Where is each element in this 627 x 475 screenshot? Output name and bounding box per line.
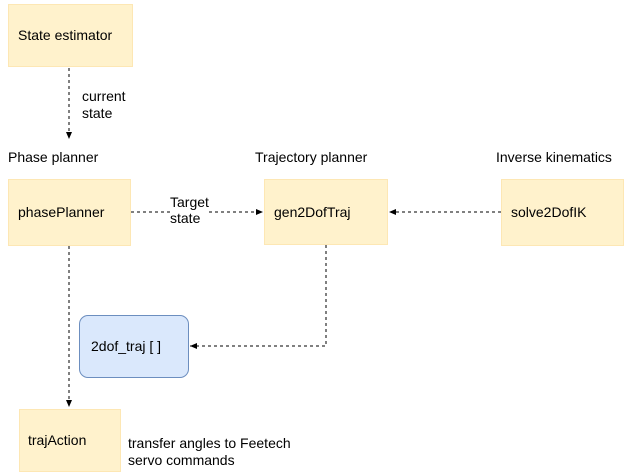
node-phase-planner: phasePlanner (8, 179, 131, 246)
edge-label-target-state: Target state (170, 194, 209, 226)
node-traj-array: 2dof_traj [ ] (79, 315, 189, 378)
edge-label-current-state: current state (82, 88, 126, 122)
node-gen2doftraj: gen2DofTraj (264, 179, 388, 245)
heading-inverse-kinematics: Inverse kinematics (496, 149, 612, 165)
edge-label-transfer-angles: transfer angles to Feetech servo command… (128, 435, 291, 469)
node-phase-planner-label: phasePlanner (18, 204, 105, 220)
edge-label-current-state-line1: current (82, 88, 126, 104)
node-gen2doftraj-label: gen2DofTraj (274, 203, 351, 220)
node-state-estimator-label: State estimator (18, 27, 113, 43)
edge-gen2doftraj-to-traj-array (190, 245, 327, 349)
edge-label-transfer-angles-line2: servo commands (128, 452, 235, 468)
heading-phase-planner: Phase planner (8, 149, 99, 165)
node-solve2dofik: solve2DofIK (501, 179, 624, 246)
edge-label-transfer-angles-line1: transfer angles to Feetech (128, 435, 291, 451)
edge-label-current-state-line2: state (82, 105, 113, 121)
node-state-estimator: State estimator (8, 4, 133, 67)
node-traj-array-label: 2dof_traj [ ] (91, 338, 162, 354)
heading-trajectory-planner: Trajectory planner (255, 149, 368, 165)
edge-label-target-state-line1: Target (170, 194, 209, 210)
node-solve2dofik-label: solve2DofIK (511, 204, 587, 220)
edge-label-target-state-line2: state (170, 210, 201, 226)
node-trajaction-label: trajAction (28, 432, 87, 448)
node-trajaction: trajAction (19, 409, 121, 472)
